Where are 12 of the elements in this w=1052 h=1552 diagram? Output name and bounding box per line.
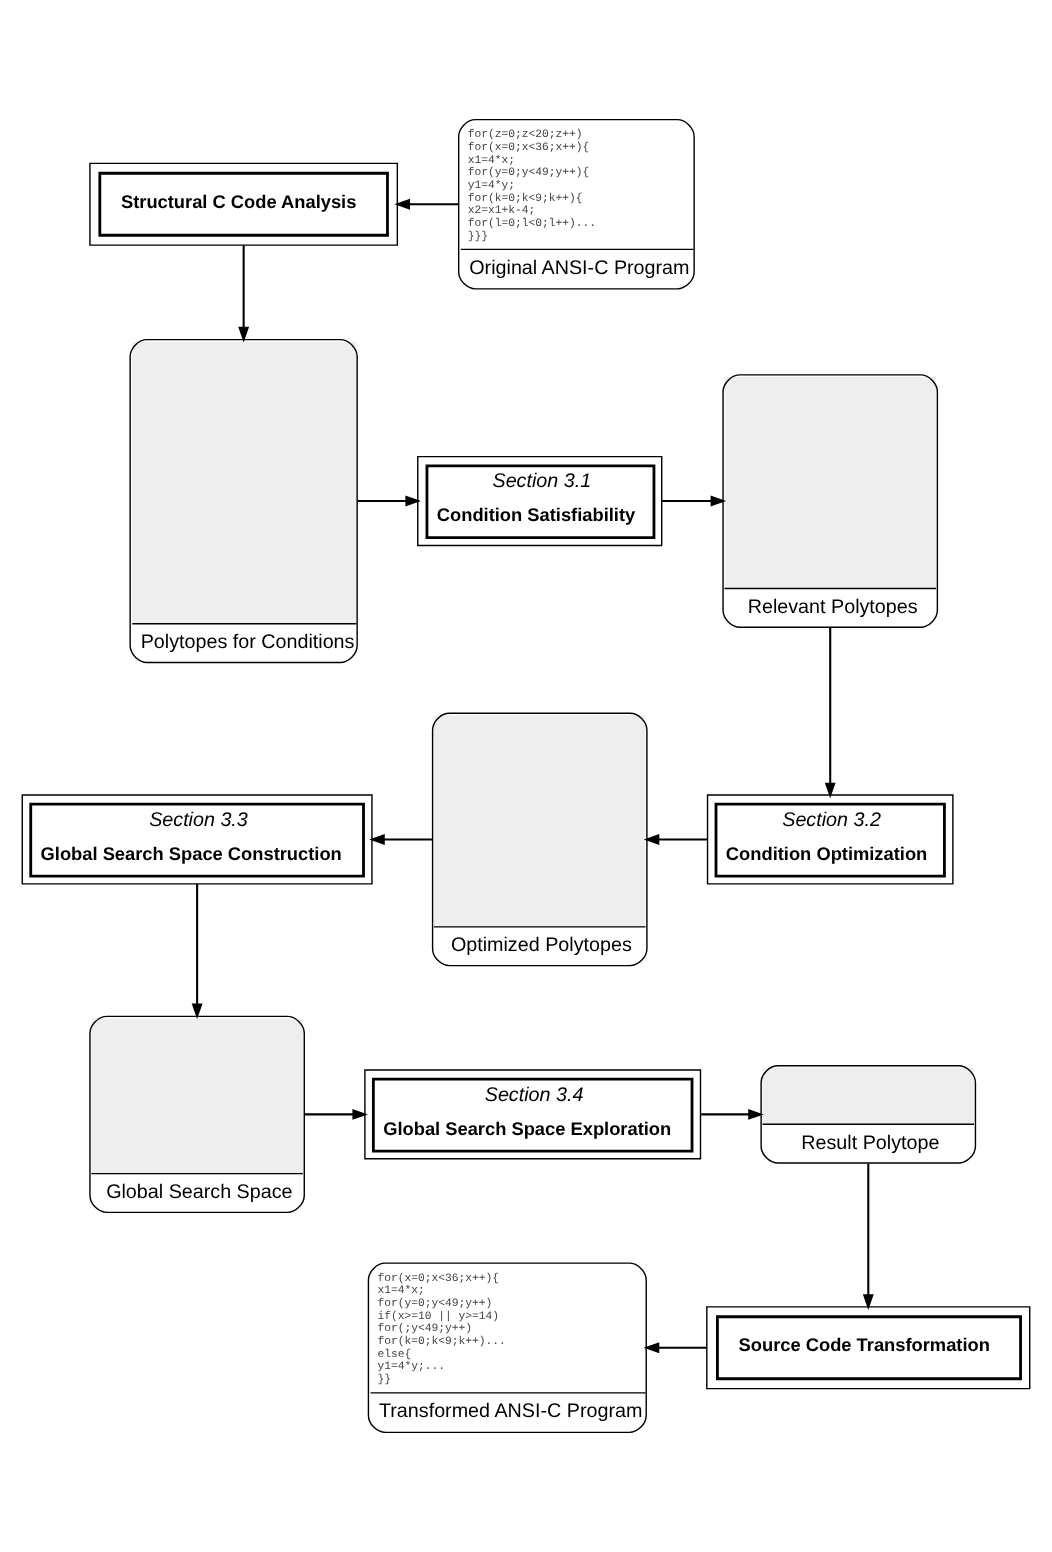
arrow xyxy=(643,834,708,845)
arrow xyxy=(191,884,203,1020)
arrow xyxy=(661,495,727,507)
arrow xyxy=(394,198,459,210)
arrow xyxy=(643,1342,707,1354)
arrow xyxy=(238,245,250,343)
arrow xyxy=(304,1108,368,1120)
arrow xyxy=(824,627,836,799)
arrow xyxy=(862,1163,874,1310)
arrow xyxy=(369,834,433,845)
arrow xyxy=(701,1108,764,1120)
arrow xyxy=(357,495,421,507)
